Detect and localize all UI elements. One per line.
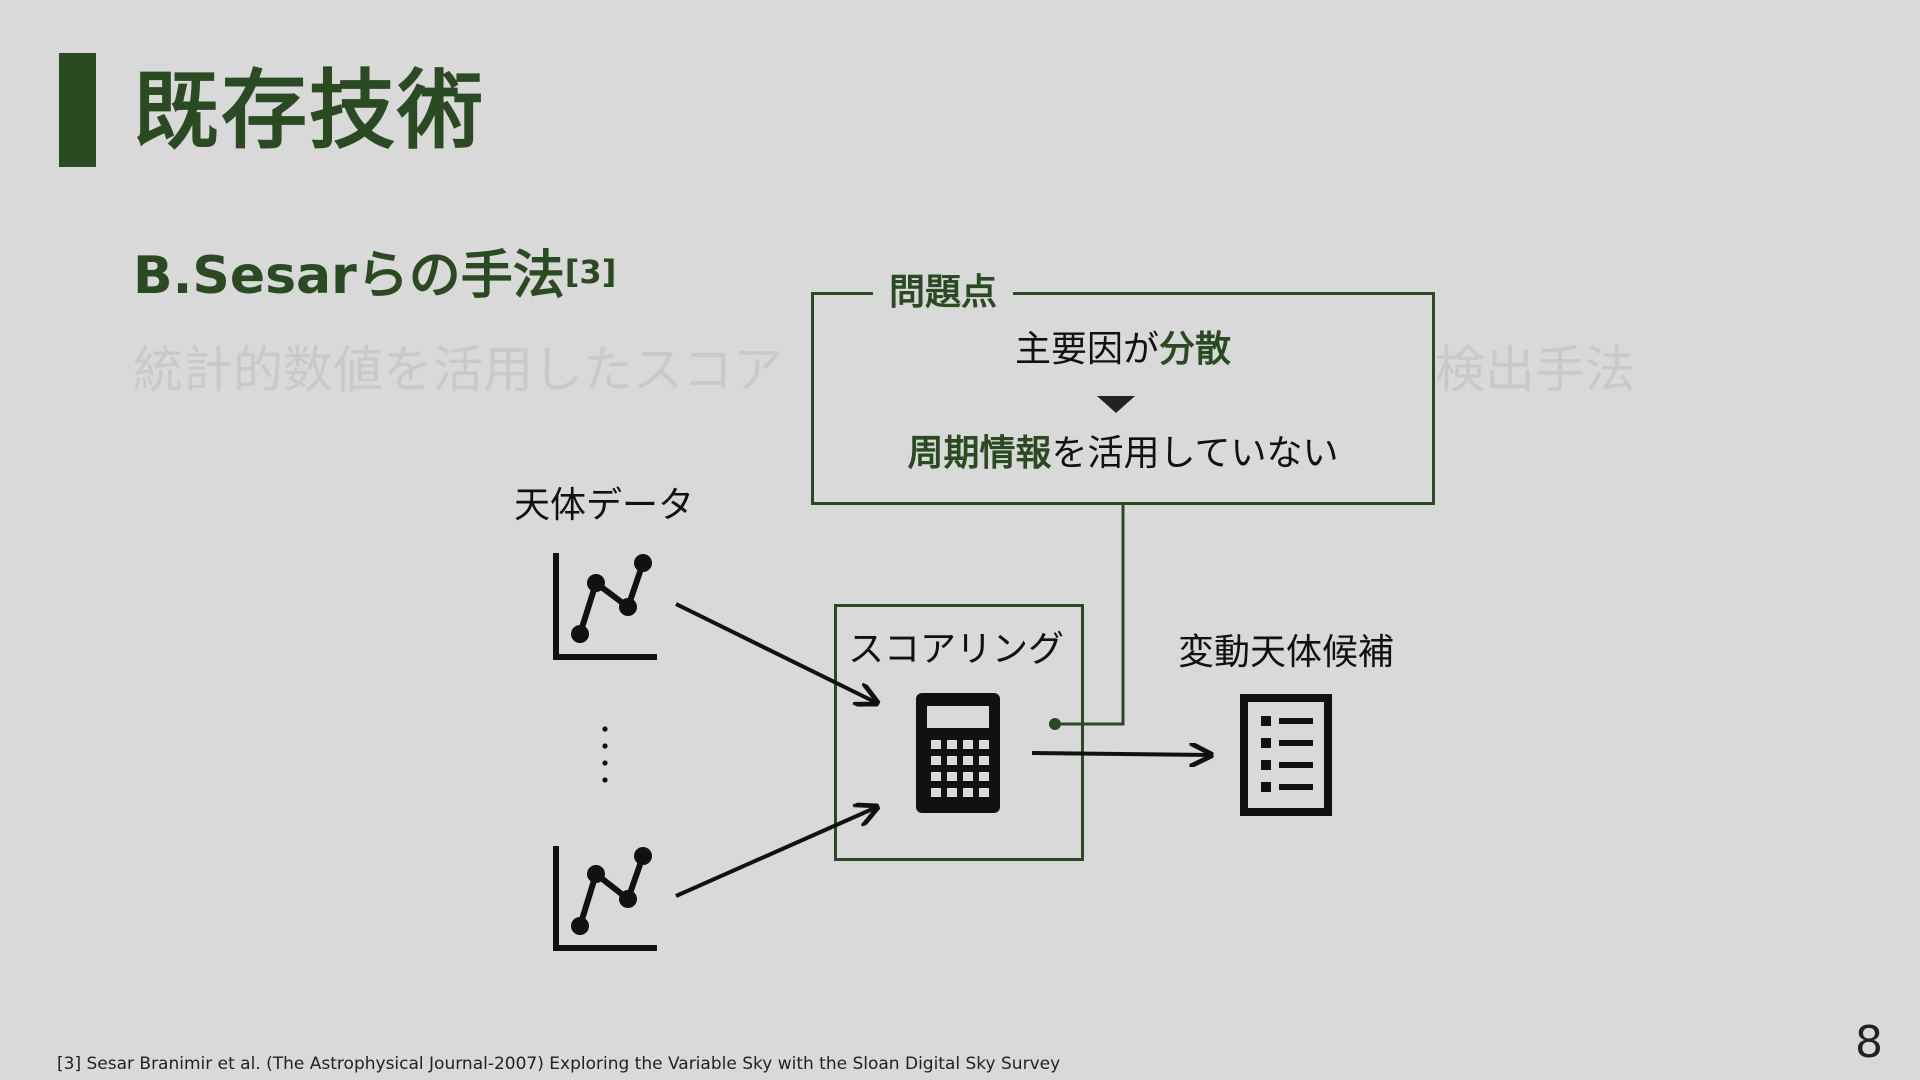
slide-title: 既存技術 [133,61,485,161]
page-number: 8 [1855,1017,1883,1068]
problem-statement-2: 周期情報を活用していない [811,429,1435,479]
scoring-label: スコアリング [848,629,1065,670]
title-accent-bar [59,53,96,167]
footnote-reference: [3] Sesar Branimir et al. (The Astrophys… [57,1054,1061,1074]
problem-statement-1: 主要因が分散 [811,326,1435,374]
input-arrow-1 [675,602,877,703]
slide-subtitle: B.Sesarらの手法[3] [133,243,616,309]
subtitle-reference: [3] [564,253,617,291]
down-triangle-icon [1097,396,1135,413]
input-data-label: 天体データ [514,485,695,526]
line-chart-icon [553,846,657,951]
output-candidates-label: 変動天体候補 [1178,632,1395,673]
problem-statement-2-suffix: を活用していない [1051,433,1339,474]
list-icon [1240,694,1332,816]
problem-label: 問題点 [873,268,1014,318]
problem-statement-1-emphasis: 分散 [1159,329,1232,370]
scoring-box [834,604,1084,861]
faded-description-right: 検出手法 [1435,341,1635,399]
problem-statement-1-prefix: 主要因が [1014,329,1159,370]
line-chart-icon [553,553,657,660]
input-arrow-2 [675,807,877,898]
problem-statement-2-emphasis: 周期情報 [907,433,1052,474]
subtitle-text: B.Sesarらの手法 [133,246,565,306]
output-arrow [1031,753,1211,755]
connector-dot [1049,718,1061,730]
problem-connector-line [1055,505,1125,726]
calculator-icon [916,693,1000,813]
ellipsis-dots [602,726,608,783]
faded-description-left: 統計的数値を活用したスコア [133,341,783,399]
